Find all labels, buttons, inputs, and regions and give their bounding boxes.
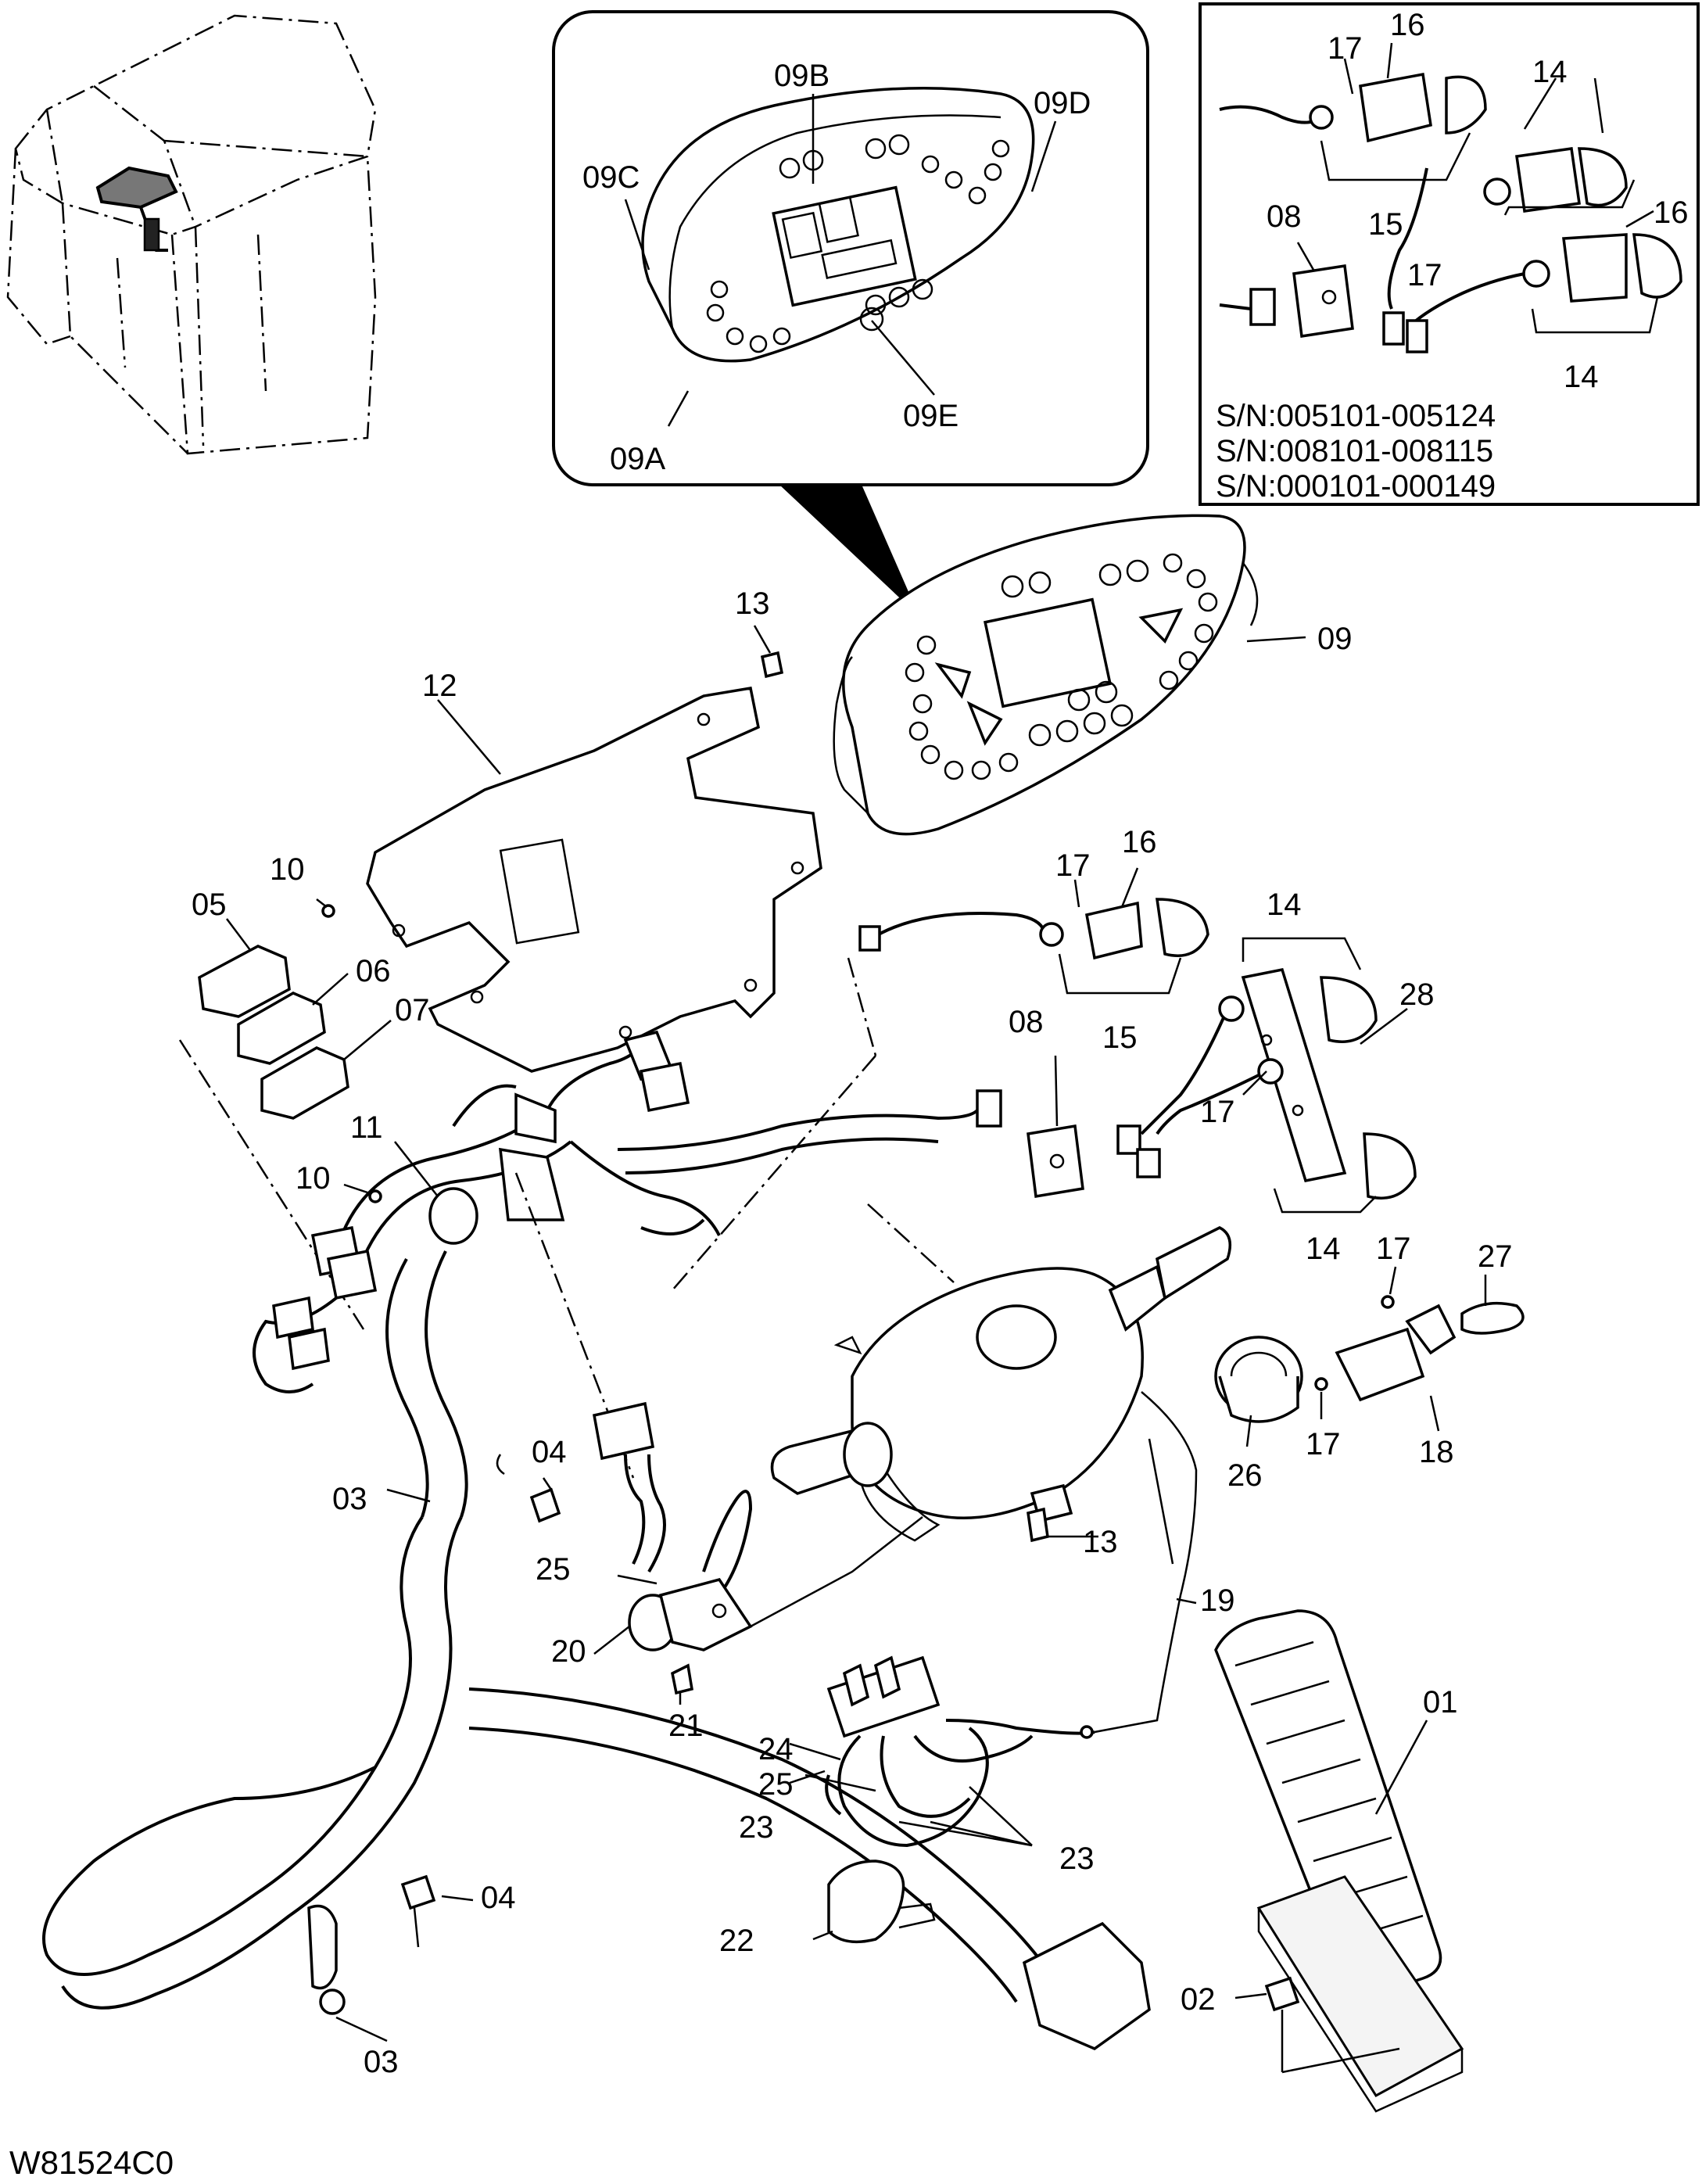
- callout-09: 09: [1317, 622, 1353, 656]
- inset-callout-17-mid: 17: [1407, 258, 1442, 292]
- callout-03-top: 03: [332, 1482, 367, 1516]
- callout-17-upper: 17: [1055, 848, 1091, 883]
- callout-06: 06: [356, 954, 391, 988]
- serial-number-line-3: S/N:000101-000149: [1216, 469, 1496, 504]
- relays-05-06-07: 05 06 07: [178, 888, 430, 1330]
- callout-09d: 09D: [1034, 86, 1091, 120]
- inset-callout-16-top: 16: [1390, 8, 1425, 42]
- callout-22: 22: [719, 1924, 754, 1958]
- callout-10-left: 10: [296, 1161, 331, 1196]
- key-switch-assembly: 17 27 18 26 17: [1214, 1232, 1525, 1493]
- cluster-detail-inset: 09B 09D 09C 09E 09A: [552, 10, 1149, 611]
- callout-04-upper: 04: [532, 1435, 567, 1469]
- callout-12: 12: [422, 669, 457, 703]
- callout-08: 08: [1009, 1005, 1044, 1039]
- callout-14-lower: 14: [1306, 1232, 1341, 1266]
- connector-harness-24: 24 25 23 23 22: [719, 1655, 1095, 1958]
- callout-11: 11: [350, 1110, 383, 1145]
- accelerator-pedal-01: 01 02: [1181, 1609, 1464, 2113]
- callout-20: 20: [551, 1634, 586, 1669]
- callout-17-key-bottom: 17: [1306, 1427, 1341, 1461]
- callout-07: 07: [395, 993, 430, 1027]
- serial-number-line-2: S/N:008101-008115: [1216, 434, 1493, 468]
- callout-13-top: 13: [735, 586, 770, 621]
- callout-18: 18: [1419, 1435, 1454, 1469]
- callout-13-lower: 13: [1083, 1525, 1118, 1559]
- bolt-04-upper: 04: [496, 1435, 567, 1523]
- callout-23-left: 23: [739, 1810, 774, 1845]
- mounting-bracket-12: 13 12 10: [270, 586, 822, 1073]
- callout-24: 24: [758, 1732, 794, 1766]
- callout-09c: 09C: [582, 160, 640, 195]
- callout-16: 16: [1122, 825, 1157, 859]
- callout-17-key-top: 17: [1376, 1232, 1411, 1266]
- main-wiring-harness: 11 10 03 03: [42, 957, 1151, 2079]
- callout-27: 27: [1478, 1239, 1513, 1274]
- cab-highlighted-cluster: [95, 166, 178, 252]
- cab-overview-illustration: [6, 14, 377, 455]
- callout-19: 19: [1200, 1583, 1235, 1618]
- bolt-04-lower: 04: [307, 1874, 516, 2015]
- callout-15: 15: [1102, 1020, 1138, 1055]
- callout-03-bottom: 03: [364, 2045, 399, 2079]
- callout-25-lower: 25: [758, 1767, 794, 1802]
- stop-lamp-switch-20: 25 20 21: [536, 1401, 923, 1743]
- cluster-leds: [905, 553, 1218, 780]
- callout-23-right: 23: [1059, 1842, 1095, 1876]
- drawing-code: W81524C0: [9, 2144, 174, 2181]
- inset-callout-16-right: 16: [1654, 195, 1689, 230]
- inset-callout-14-bottom: 14: [1564, 360, 1599, 394]
- callout-05: 05: [192, 888, 227, 922]
- callout-10-top: 10: [270, 852, 305, 887]
- callout-09b: 09B: [774, 59, 830, 93]
- callout-09e: 09E: [903, 399, 958, 433]
- instrument-cluster-09: 09: [833, 514, 1353, 836]
- inset-callout-17-top: 17: [1328, 31, 1363, 66]
- serial-number-line-1: S/N:005101-005124: [1216, 399, 1496, 433]
- callout-26: 26: [1227, 1458, 1263, 1493]
- callout-04-lower: 04: [481, 1881, 516, 1915]
- callout-14-upper: 14: [1267, 888, 1302, 922]
- serial-variant-inset: 17 16 14 08 16 17 15 14 S/N:005101-00512…: [1199, 2, 1700, 506]
- callout-02: 02: [1181, 1982, 1216, 2017]
- callout-01: 01: [1423, 1685, 1458, 1720]
- inset-callout-08: 08: [1267, 199, 1302, 234]
- combination-switch-19: 13 19: [770, 1226, 1235, 1734]
- callout-25-upper: 25: [536, 1552, 571, 1587]
- cluster-detail-body: [641, 87, 1035, 363]
- switch-assemblies: 08 17 16 15 14 28 17 14: [858, 825, 1435, 1266]
- callout-21: 21: [668, 1709, 704, 1743]
- cluster-detail-leds: [706, 134, 1010, 353]
- callout-09a: 09A: [610, 442, 665, 476]
- callout-28: 28: [1399, 977, 1435, 1012]
- inset-callout-14-top: 14: [1532, 55, 1568, 89]
- inset-callout-15: 15: [1368, 207, 1403, 242]
- callout-17-lower: 17: [1200, 1095, 1235, 1129]
